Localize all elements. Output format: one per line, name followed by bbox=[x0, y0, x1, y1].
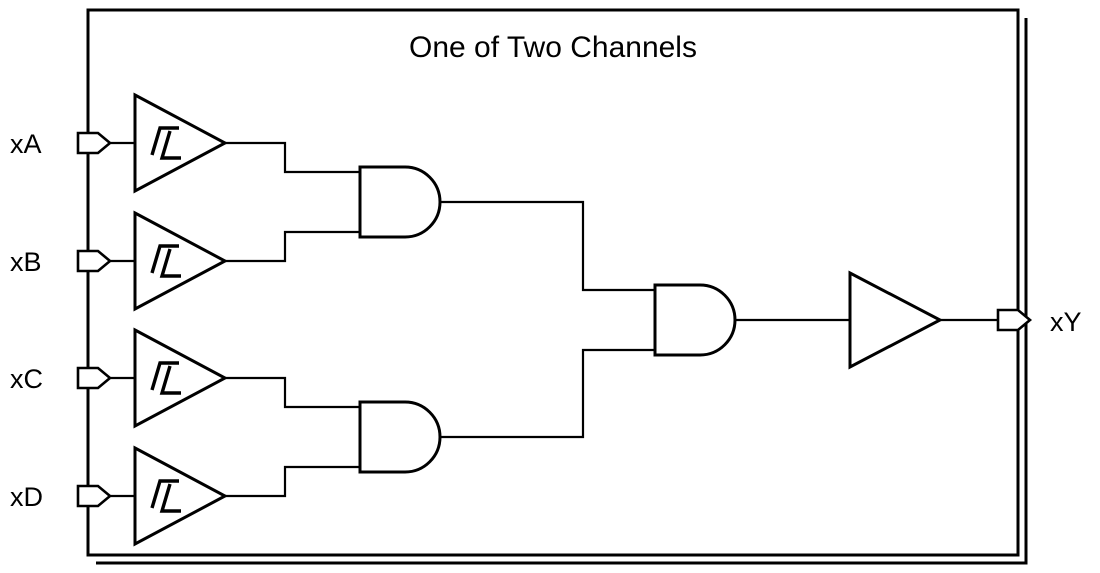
wire-buffer-a-to-and-ab bbox=[223, 141, 362, 174]
schmitt-buffer-b[interactable] bbox=[133, 210, 229, 312]
wire-buffer-b-to-and-ab bbox=[223, 230, 362, 263]
input-pin-xb[interactable] bbox=[76, 249, 137, 273]
and-gate-final[interactable] bbox=[653, 283, 737, 357]
buffer-triangle bbox=[133, 445, 229, 547]
and-gate-body bbox=[358, 400, 442, 474]
input-label-xc: xC bbox=[10, 364, 43, 394]
page-title: One of Two Channels bbox=[409, 31, 697, 64]
pin-connector-shape bbox=[76, 366, 113, 390]
schmitt-buffer-d[interactable] bbox=[133, 445, 229, 547]
output-pin-xy[interactable] bbox=[996, 308, 1033, 332]
hysteresis-icon bbox=[150, 244, 181, 278]
input-pin-xa[interactable] bbox=[76, 131, 137, 155]
wire-and-ab-to-and-final bbox=[438, 200, 657, 292]
wire-buffer-d-to-and-cd bbox=[223, 465, 362, 498]
output-buffer[interactable] bbox=[848, 270, 944, 370]
package-outline bbox=[86, 8, 1028, 565]
buffer-triangle bbox=[848, 270, 944, 370]
buffer-triangle bbox=[133, 327, 229, 429]
package-outline-shadow bbox=[96, 18, 1028, 565]
and-gate-ab[interactable] bbox=[358, 165, 442, 239]
buffer-triangle bbox=[133, 210, 229, 312]
and-gate-body bbox=[653, 283, 737, 357]
pin-connector-shape bbox=[76, 131, 113, 155]
input-label-xd: xD bbox=[10, 482, 43, 512]
buffer-triangle bbox=[133, 92, 229, 194]
hysteresis-icon bbox=[150, 126, 181, 160]
input-pin-xc[interactable] bbox=[76, 366, 137, 390]
hysteresis-icon bbox=[150, 479, 181, 513]
wire-buffer-c-to-and-cd bbox=[223, 376, 362, 409]
input-pin-xd[interactable] bbox=[76, 484, 137, 508]
pin-connector-shape bbox=[76, 249, 113, 273]
hysteresis-icon bbox=[150, 361, 181, 395]
pin-connector-shape bbox=[76, 484, 113, 508]
and-gate-cd[interactable] bbox=[358, 400, 442, 474]
package-outline-main bbox=[86, 8, 1020, 557]
and-gate-body bbox=[358, 165, 442, 239]
wire-and-cd-to-and-final bbox=[438, 348, 657, 439]
schmitt-buffer-c[interactable] bbox=[133, 327, 229, 429]
input-label-xb: xB bbox=[10, 247, 42, 277]
input-label-xa: xA bbox=[10, 129, 42, 159]
output-label-xy: xY bbox=[1050, 307, 1082, 337]
schmitt-buffer-a[interactable] bbox=[133, 92, 229, 194]
pin-connector-shape bbox=[996, 308, 1033, 332]
